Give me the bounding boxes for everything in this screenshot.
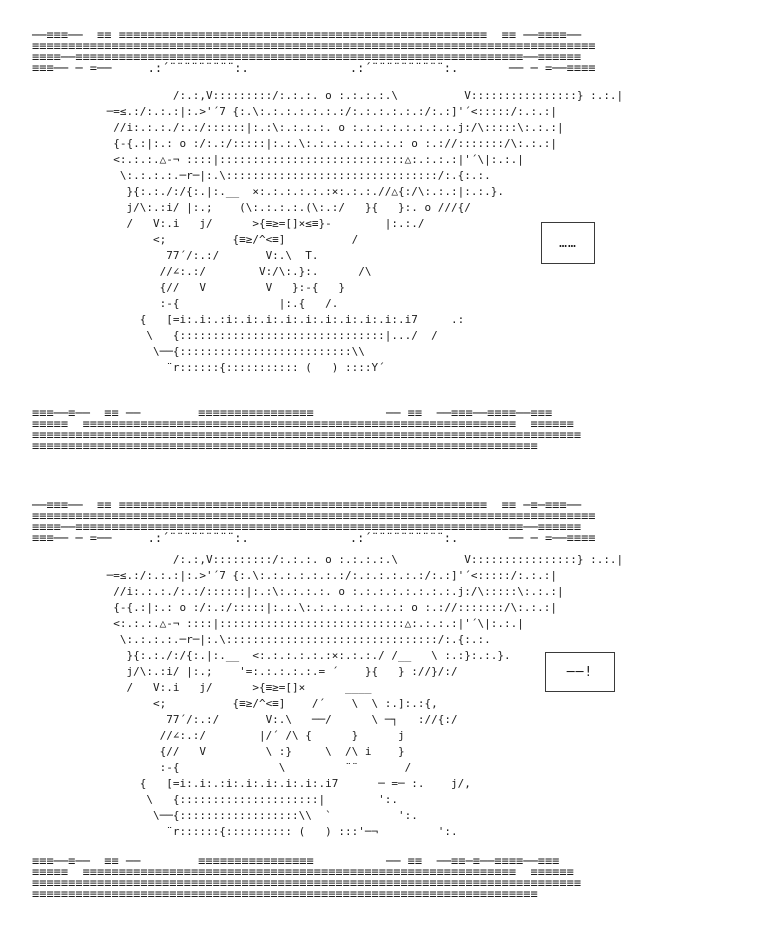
speech-bubble-2: ──! <box>545 652 615 692</box>
speech-bubble-1: …… <box>541 222 595 264</box>
speech-bubble-2-text: ──! <box>566 664 594 680</box>
aa-panel-1: /:.:,V:::::::::/:.:.:. o :.:.:.:.\ V::::… <box>106 89 624 374</box>
speech-bubble-1-text: …… <box>559 235 577 251</box>
separator-band-bottom: ≡≡≡──≡── ≡≡ ── ≡≡≡≡≡≡≡≡≡≡≡≡≡≡≡≡ ── ≡≡ ──… <box>32 854 582 901</box>
separator-band-middle-lower: ──≡≡≡── ≡≡ ≡≡≡≡≡≡≡≡≡≡≡≡≡≡≡≡≡≡≡≡≡≡≡≡≡≡≡≡≡… <box>32 498 596 545</box>
separator-band-top: ──≡≡≡── ≡≡ ≡≡≡≡≡≡≡≡≡≡≡≡≡≡≡≡≡≡≡≡≡≡≡≡≡≡≡≡≡… <box>32 28 596 75</box>
separator-band-middle-upper: ≡≡≡──≡── ≡≡ ── ≡≡≡≡≡≡≡≡≡≡≡≡≡≡≡≡ ── ≡≡ ──… <box>32 406 582 453</box>
aa-panel-2: /:.:,V:::::::::/:.:.:. o :.:.:.:.\ V::::… <box>106 553 624 838</box>
